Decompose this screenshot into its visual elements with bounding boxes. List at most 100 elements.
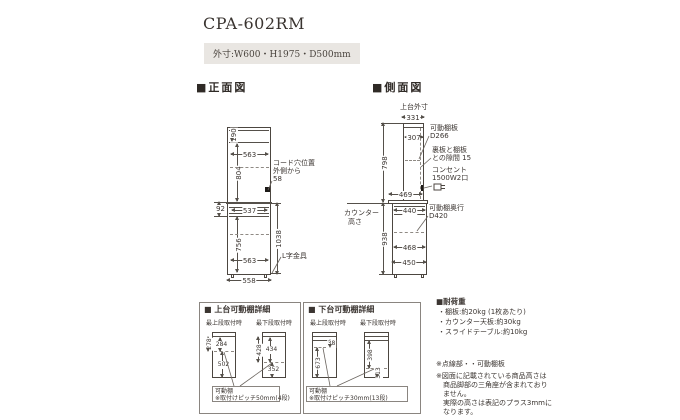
front-counter-top-line (226, 202, 272, 204)
dotted-line-note: ※点線部・・可動棚板 (436, 360, 505, 368)
upper-detail-mini1-shelf-dashed (214, 351, 234, 352)
dim-434-label: 434 (264, 346, 279, 354)
dim-1038: 1038 (274, 202, 283, 275)
height-note-line-1: ※図面に記載されている商品高さは (436, 372, 547, 380)
dim-428-label: 428 (255, 342, 264, 357)
lower-shelf-detail-heading: ■ 下台可動棚詳細 (308, 305, 375, 314)
counter-height-label-1: カウンター (344, 209, 379, 217)
dim-1038-label: 1038 (274, 228, 283, 249)
upper-detail-mini2-shelf-dashed (264, 362, 284, 363)
dim-804: 804 (234, 143, 243, 202)
dim-469: 469 (388, 191, 423, 199)
front-leg-left (231, 275, 234, 278)
dim-440: 440 (393, 207, 426, 215)
dim-38-label: 38 (326, 339, 337, 348)
dim-673: 673 (314, 347, 323, 378)
dim-434: 434 (264, 337, 279, 363)
dim-352-label: 352 (266, 366, 281, 374)
cord-hole-marker (265, 187, 270, 192)
page-title: CPA-602RM (203, 14, 305, 33)
cord-hole-label-1: コード穴位置 (273, 159, 315, 167)
dim-938-label: 938 (380, 230, 389, 247)
dim-428: 428 (255, 336, 264, 363)
dim-563-bottom-label: 563 (241, 257, 258, 265)
load-capacity-item-slide: ・スライドテーブル:約10kg (438, 328, 528, 336)
side-lower-shelf-dashed (394, 232, 424, 233)
load-capacity-item-shelf: ・棚板:約20kg (1枚あたり) (438, 308, 526, 316)
cord-hole-label-2: 外側から (273, 167, 301, 175)
outlet-plug-icon (433, 183, 445, 191)
back-gap-label-1: 裏板と棚板 (432, 146, 467, 154)
dim-450: 450 (391, 259, 427, 267)
upper-outer-dim-label: 上台外寸 (400, 103, 428, 111)
upper-detail-caption-2: ※取付けピッチ50mm(4段) (215, 395, 290, 402)
lower-detail-caption-1: 可動棚 (309, 388, 328, 395)
upper-shelf-detail-heading: ■ 上台可動棚詳細 (204, 305, 271, 314)
side-slide-rail-line-1 (394, 206, 425, 207)
front-view-heading: ■正面図 (196, 81, 248, 94)
lower-shelf-detail-box (303, 302, 421, 414)
side-upper-top-board-line (404, 127, 423, 128)
dim-468-label: 468 (401, 244, 418, 252)
lower-detail-mini1-slide-line1 (313, 336, 336, 337)
movable-shelf-label-1: 可動棚板 (430, 124, 458, 132)
upper-detail-mini1-outline (212, 332, 236, 378)
side-back-gap-dashed (420, 128, 421, 199)
dim-313: 313 (374, 366, 383, 380)
upper-detail-mini2-topboard (263, 336, 285, 337)
side-lower-cabinet-outline (392, 203, 427, 275)
height-note-line-5: なります。 (436, 408, 478, 416)
dim-92-label: 92 (215, 205, 226, 213)
dim-278-label: 278 (205, 337, 214, 351)
front-leg-right (264, 275, 267, 278)
dim-398-label: 398 (366, 347, 375, 362)
upper-detail-mini1-topboard (213, 336, 235, 337)
dim-331-label: 331 (405, 114, 421, 122)
dim-537-label: 537 (241, 207, 258, 215)
dim-673-label: 673 (314, 355, 323, 370)
outlet-label-1: コンセント (432, 166, 467, 174)
dim-307-label: 307 (406, 134, 422, 142)
upper-detail-caption-box (212, 386, 280, 402)
side-leg-front (394, 275, 397, 278)
dim-563-top-label: 563 (241, 151, 258, 159)
front-cabinet-outline (227, 127, 271, 275)
dim-798: 798 (380, 122, 389, 203)
dim-190: 190 (229, 127, 238, 143)
dim-468: 468 (393, 244, 426, 252)
dim-352: 352 (266, 362, 281, 378)
lower-detail-col1-label: 最上段取付時 (310, 320, 347, 327)
cord-hole-label-3: 58 (273, 175, 282, 183)
dim-756: 756 (234, 216, 243, 273)
lower-detail-mini1-slide-line2 (313, 340, 336, 341)
dim-92: 92 (215, 201, 226, 217)
height-note-line-3: ません。 (436, 390, 471, 398)
upper-detail-caption-1: 可動棚 (215, 388, 234, 395)
l-bracket-label: L字金具 (282, 252, 307, 260)
front-top-section-divider (229, 142, 269, 143)
dim-938: 938 (380, 202, 389, 275)
lower-detail-mini2-slide-line1 (365, 336, 388, 337)
back-gap-label-2: との隙間 15 (432, 154, 472, 162)
shelf-depth-label-1: 可動棚奥行 (429, 204, 464, 212)
dim-502-label: 502 (216, 360, 231, 369)
dim-331: 331 (401, 114, 425, 122)
dim-537: 537 (231, 207, 268, 215)
lower-detail-mini2-slide-line2 (365, 340, 388, 341)
front-lower-movable-shelf-dashed (230, 234, 269, 235)
ext-counter-height (347, 203, 392, 204)
front-top-board-line (229, 130, 269, 131)
side-leg-back (421, 275, 424, 278)
outlet-label-2: 1500W2口 (432, 174, 469, 182)
dim-398: 398 (366, 340, 375, 369)
dim-313-label: 313 (374, 366, 383, 380)
height-note-line-2: 商品脚部の三角座が含まれており (436, 381, 548, 389)
dim-502: 502 (216, 351, 231, 378)
dim-450-label: 450 (401, 259, 417, 267)
lower-detail-caption-2: ※取付けピッチ30mm(13段) (309, 395, 388, 402)
counter-height-label-2: 高さ (348, 218, 362, 226)
load-capacity-heading: ■耐荷重 (436, 297, 466, 306)
dim-563-top: 563 (230, 151, 269, 159)
side-view-heading: ■側面図 (372, 81, 424, 94)
